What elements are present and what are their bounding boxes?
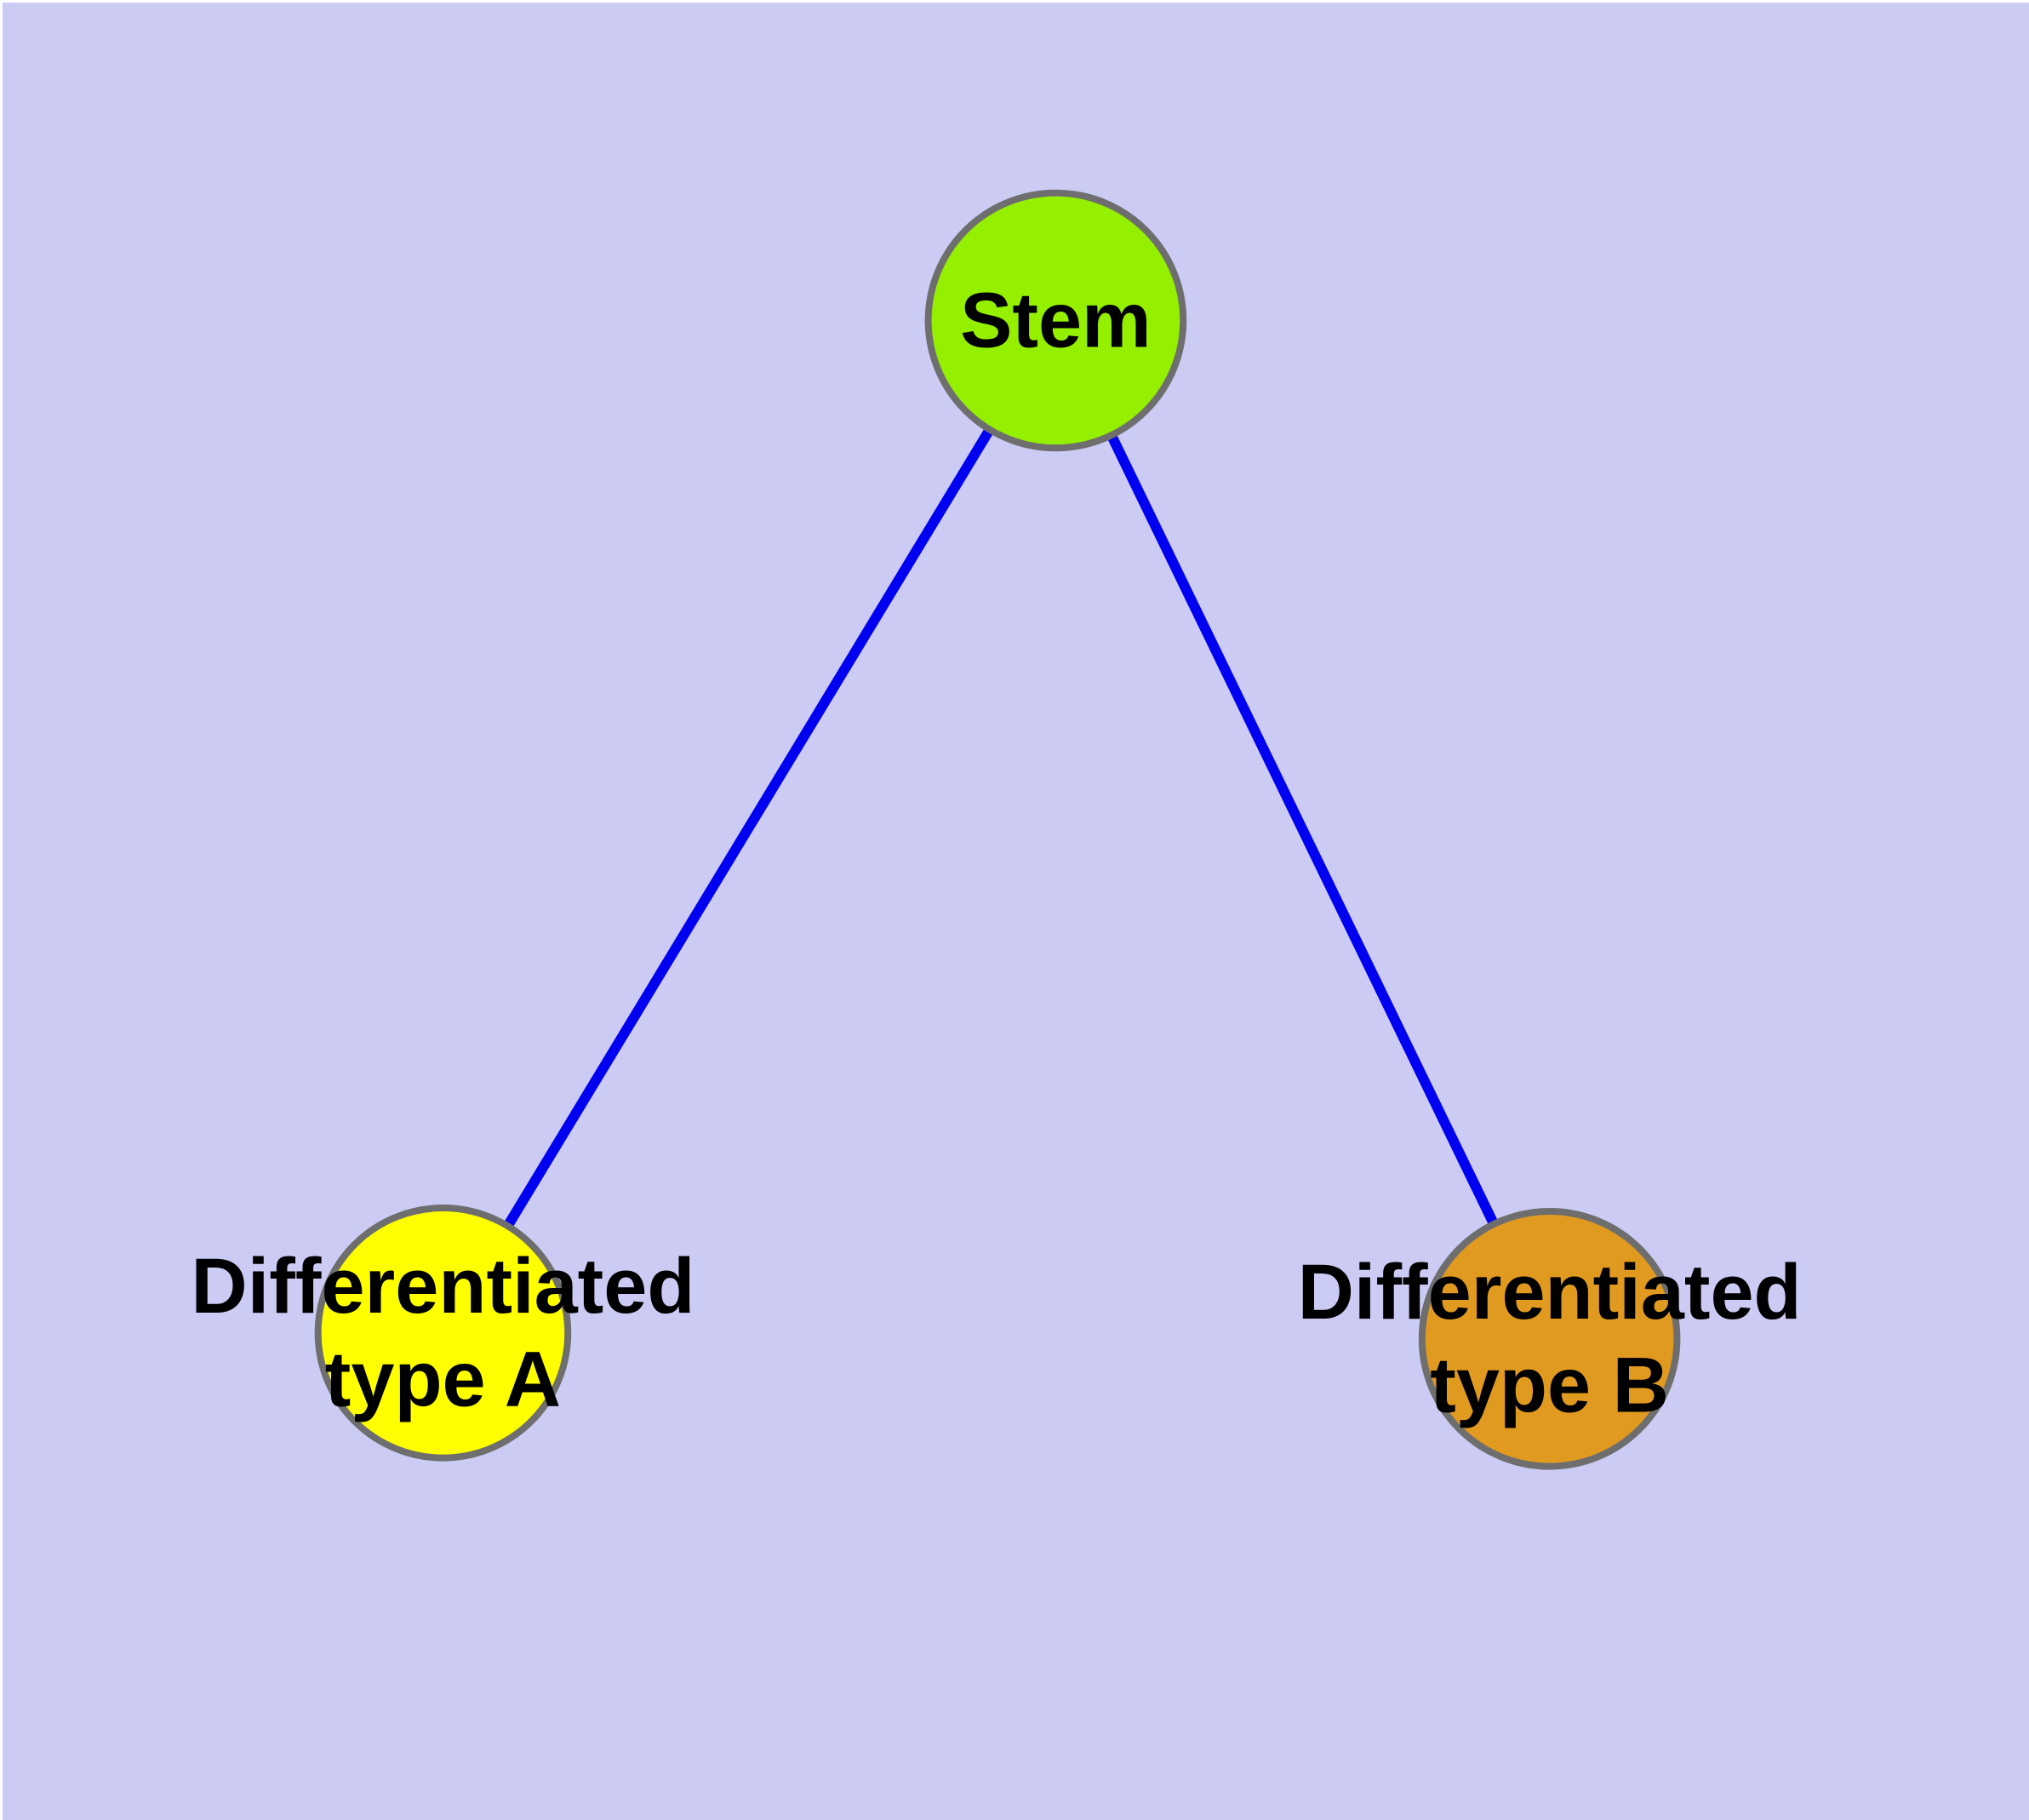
node-differentiated-type-b [1418, 1208, 1681, 1470]
label-differentiated-type-b-line-1: Differentiated [1298, 1249, 1802, 1336]
node-differentiated-type-a [314, 1205, 572, 1462]
label-differentiated-type-a-line-1: Differentiated [191, 1243, 694, 1330]
edge-layer [438, 318, 1555, 1342]
label-differentiated-type-a-line-2: type A [325, 1336, 561, 1423]
node-layer [314, 189, 1681, 1470]
edge-stem-to-differentiated-type-a [438, 318, 1060, 1336]
label-differentiated-type-b-line-2: type B [1430, 1342, 1669, 1429]
label-stem: Stem [960, 277, 1152, 363]
node-stem [924, 189, 1187, 452]
edge-stem-to-differentiated-type-b [1051, 318, 1555, 1342]
label-stem-line-1: Stem [960, 277, 1152, 363]
